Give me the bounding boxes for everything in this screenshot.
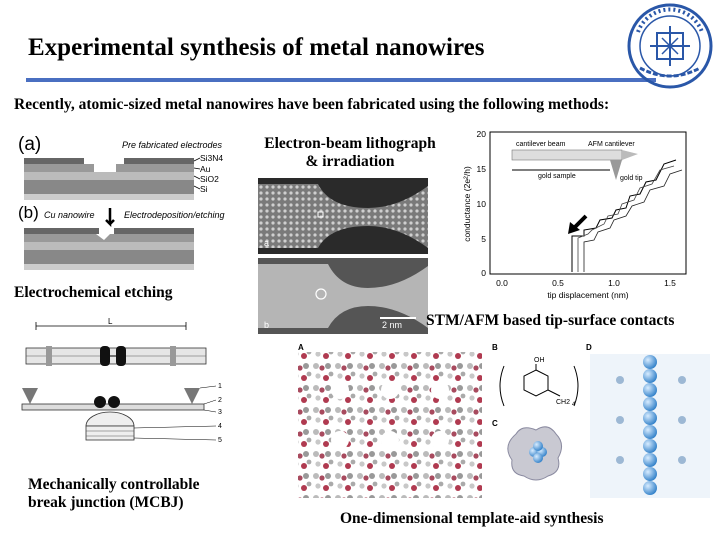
cantilever-beam-label: cantilever beam — [516, 141, 566, 148]
template-caption: One-dimensional template-aid synthesis — [340, 510, 604, 527]
mcbj-caption: Mechanically controllable break junction… — [28, 476, 199, 512]
intro-text: Recently, atomic-sized metal nanowires h… — [14, 96, 610, 113]
dim-L-label: L — [108, 318, 113, 326]
mcbj-num-2: 2 — [218, 397, 222, 404]
electrodeposition-label: Electrodeposition/etching — [124, 210, 225, 220]
conductance-plot: 20 15 10 5 0 0.0 0.5 1.0 1.5 tip displac… — [462, 129, 687, 300]
ebeam-micrographs: a b 2 nm — [258, 178, 428, 334]
cu-nanowire-label: Cu nanowire — [44, 210, 95, 220]
ebeam-caption: Electron-beam lithograph & irradiation — [250, 135, 450, 171]
university-seal-logo — [627, 3, 713, 89]
fig-label-D: D — [586, 343, 592, 352]
ch2-label: CH2 — [556, 399, 570, 406]
gold-sample-label: gold sample — [538, 173, 576, 180]
mcbj-num-5: 5 — [218, 437, 222, 444]
y-tick-15: 15 — [477, 164, 487, 174]
y-tick-10: 10 — [477, 199, 487, 209]
x-tick-05: 0.5 — [552, 278, 564, 288]
x-axis-label: tip displacement (nm) — [547, 290, 628, 300]
prefab-label: Pre fabricated electrodes — [122, 140, 223, 150]
electrochemical-caption: Electrochemical etching — [14, 284, 173, 301]
au-label: Au — [200, 164, 211, 174]
label-b: (b) — [18, 203, 39, 222]
x-tick-15: 1.5 — [664, 278, 676, 288]
y-tick-20: 20 — [477, 129, 487, 139]
slide-title: Experimental synthesis of metal nanowire… — [28, 34, 485, 61]
mcbj-schematic: L 1 2 3 4 5 — [21, 318, 222, 444]
scale-bar-label: 2 nm — [382, 320, 402, 330]
y-tick-5: 5 — [481, 234, 486, 244]
gold-tip-label: gold tip — [620, 175, 643, 182]
micrograph-b-label: b — [264, 320, 269, 330]
y-tick-0: 0 — [481, 268, 486, 278]
electrochemical-etching-diagram: (a) Pre fabricated electrodes Si3N4 Au S… — [18, 134, 225, 270]
micrograph-a-label: a — [264, 238, 269, 248]
si-label: Si — [200, 184, 208, 194]
ebeam-caption-line2: & irradiation — [305, 153, 395, 170]
afm-cantilever-label: AFM cantilever — [588, 141, 635, 148]
fig-label-A: A — [298, 343, 304, 352]
mcbj-num-3: 3 — [218, 409, 222, 416]
template-synthesis-figure: A B OH CH2 4 C D — [298, 343, 710, 498]
mcbj-num-1: 1 — [218, 383, 222, 390]
y-axis-label: conductance (2e²/h) — [462, 166, 472, 242]
stm-caption: STM/AFM based tip-surface contacts — [426, 312, 675, 329]
label-a: (a) — [18, 134, 41, 155]
x-tick-10: 1.0 — [608, 278, 620, 288]
mcbj-caption-line1: Mechanically controllable — [28, 476, 200, 493]
x-tick-0: 0.0 — [496, 278, 508, 288]
mcbj-num-4: 4 — [218, 423, 222, 430]
mcbj-caption-line2: break junction (MCBJ) — [28, 494, 184, 511]
title-underline — [26, 78, 656, 82]
fig-label-B: B — [492, 343, 498, 352]
sio2-label: SiO2 — [200, 174, 219, 184]
oh-label: OH — [534, 357, 545, 364]
si3n4-label: Si3N4 — [200, 153, 223, 163]
fig-label-C: C — [492, 419, 498, 428]
ebeam-caption-line1: Electron-beam lithograph — [264, 135, 436, 152]
